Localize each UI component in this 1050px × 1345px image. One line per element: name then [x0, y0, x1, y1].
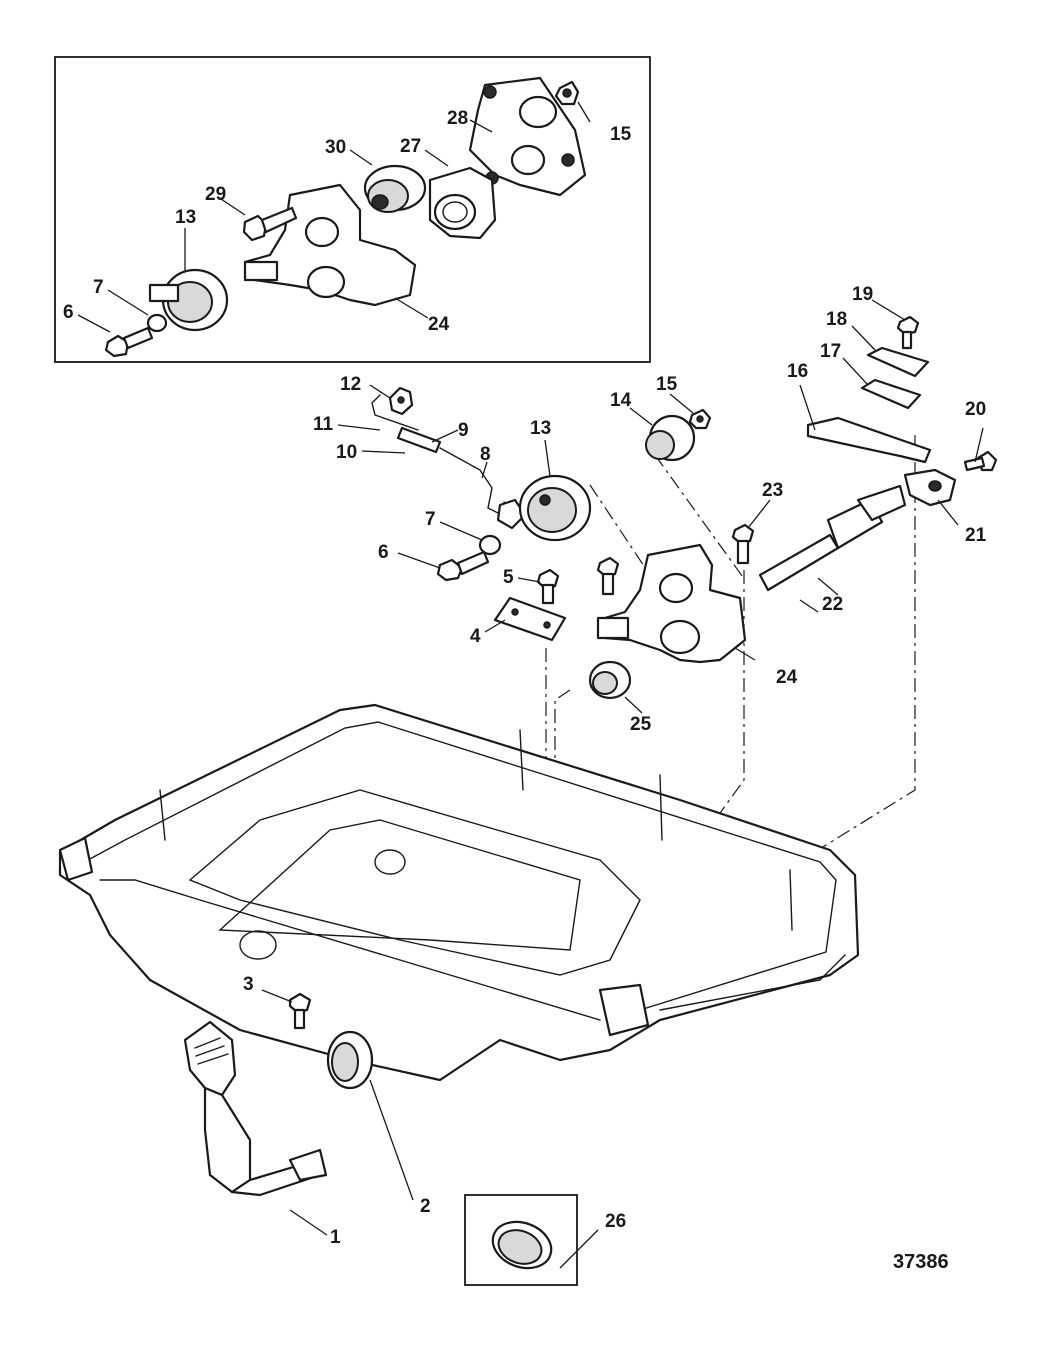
part-25-bushing [588, 660, 632, 700]
part-7-washer-inset [146, 313, 168, 333]
callout-7-inset: 7 [93, 277, 104, 298]
part-13-cam-inset [148, 268, 229, 332]
callout-21: 21 [965, 525, 987, 546]
callout-2: 2 [420, 1196, 431, 1217]
callout-20: 20 [965, 399, 986, 420]
part-21-yoke [903, 468, 957, 507]
callout-27: 27 [400, 136, 421, 157]
callout-4: 4 [470, 626, 481, 647]
inset-frame [54, 56, 651, 363]
callout-22: 22 [822, 594, 843, 615]
part-12-clip [388, 386, 414, 416]
part-17-plate [860, 378, 922, 410]
part-6-bolt-inset [104, 326, 154, 358]
callout-26: 26 [605, 1211, 626, 1232]
callout-28: 28 [447, 108, 468, 129]
part-26-frame [464, 1194, 578, 1286]
callout-3: 3 [243, 974, 254, 995]
part-20-screw [963, 450, 998, 472]
callout-17: 17 [820, 341, 841, 362]
part-28-bracket-plate [468, 76, 587, 197]
lower-cowl [58, 703, 860, 1082]
part-3-bolt [288, 992, 312, 1030]
callout-7: 7 [425, 509, 436, 530]
part-19-screw [896, 315, 920, 350]
callout-16: 16 [787, 361, 808, 382]
part-15-nut-inset [554, 80, 580, 106]
part-8-11-shift-rod [371, 394, 527, 530]
callout-6: 6 [378, 542, 389, 563]
part-29-bolt [242, 206, 298, 242]
part-7-washer [478, 534, 502, 556]
part-27-housing [428, 166, 497, 240]
part-16-plate [806, 416, 932, 464]
callout-12: 12 [340, 374, 361, 395]
part-2-grommet [326, 1030, 374, 1090]
part-24-bracket [596, 543, 747, 664]
callout-18: 18 [826, 309, 847, 330]
part-15-nut [688, 408, 712, 430]
callout-11: 11 [313, 414, 334, 435]
callout-15-inset: 15 [610, 124, 632, 145]
part-23-bolt [731, 523, 755, 565]
callout-9: 9 [458, 420, 469, 441]
callout-15: 15 [656, 374, 678, 395]
callout-8: 8 [480, 444, 491, 465]
callout-1: 1 [330, 1227, 341, 1248]
callout-29: 29 [205, 184, 226, 205]
part-13-cam [518, 474, 592, 542]
bolt-near-24 [596, 556, 620, 596]
callout-25: 25 [630, 714, 652, 735]
callout-13-inset: 13 [175, 207, 196, 228]
callout-14: 14 [610, 390, 632, 411]
leader-lines [261, 299, 984, 1269]
callout-24: 24 [776, 667, 798, 688]
part-1-shift-handle [183, 1020, 328, 1197]
callout-5: 5 [503, 567, 514, 588]
callout-24-inset: 24 [428, 314, 450, 335]
part-22-shift-shaft [758, 484, 907, 592]
part-30-bushing [363, 164, 427, 213]
part-26-plug [464, 1194, 578, 1286]
inset-assembly: 28 15 27 30 29 13 7 6 24 [54, 56, 651, 363]
part-6-bolt [436, 550, 490, 582]
callout-6-inset: 6 [63, 302, 74, 323]
callout-30: 30 [325, 137, 346, 158]
callout-23: 23 [762, 480, 783, 501]
callout-10: 10 [336, 442, 357, 463]
part-18-plate [866, 346, 930, 378]
part-5-bolt [536, 568, 560, 605]
callout-13: 13 [530, 418, 551, 439]
figure-id: 37386 [893, 1251, 949, 1273]
callout-19: 19 [852, 284, 873, 305]
part-14-bushing [645, 414, 696, 462]
part-4-plate [493, 596, 567, 642]
